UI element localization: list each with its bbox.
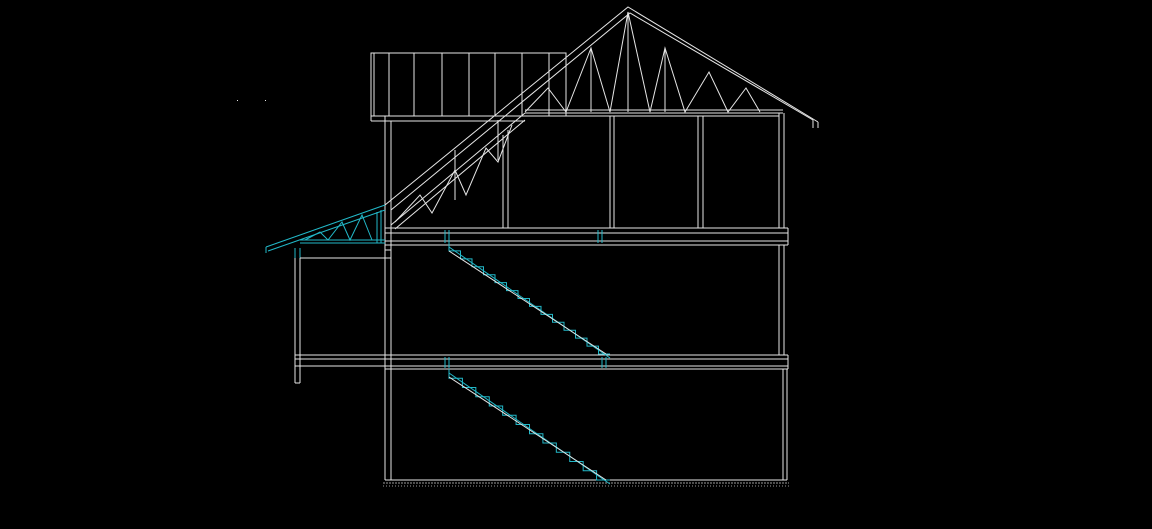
upper-staircase	[448, 243, 611, 359]
annex-truss	[265, 204, 386, 253]
stair-steps	[448, 369, 610, 481]
middle-storey	[778, 245, 785, 355]
first-floor-slab	[295, 354, 789, 370]
stair-soffit	[448, 250, 607, 355]
ground-line	[383, 482, 789, 487]
flat-roof-section	[370, 52, 567, 122]
side-annex	[294, 248, 391, 384]
upper-storey	[384, 113, 785, 480]
stair-soffit	[448, 376, 607, 481]
stair-steps	[448, 243, 610, 355]
lower-staircase	[448, 369, 611, 485]
second-floor-slab	[385, 227, 789, 246]
stray-marks	[237, 100, 266, 101]
lower-storey	[385, 369, 788, 481]
scissor-truss	[390, 112, 526, 230]
